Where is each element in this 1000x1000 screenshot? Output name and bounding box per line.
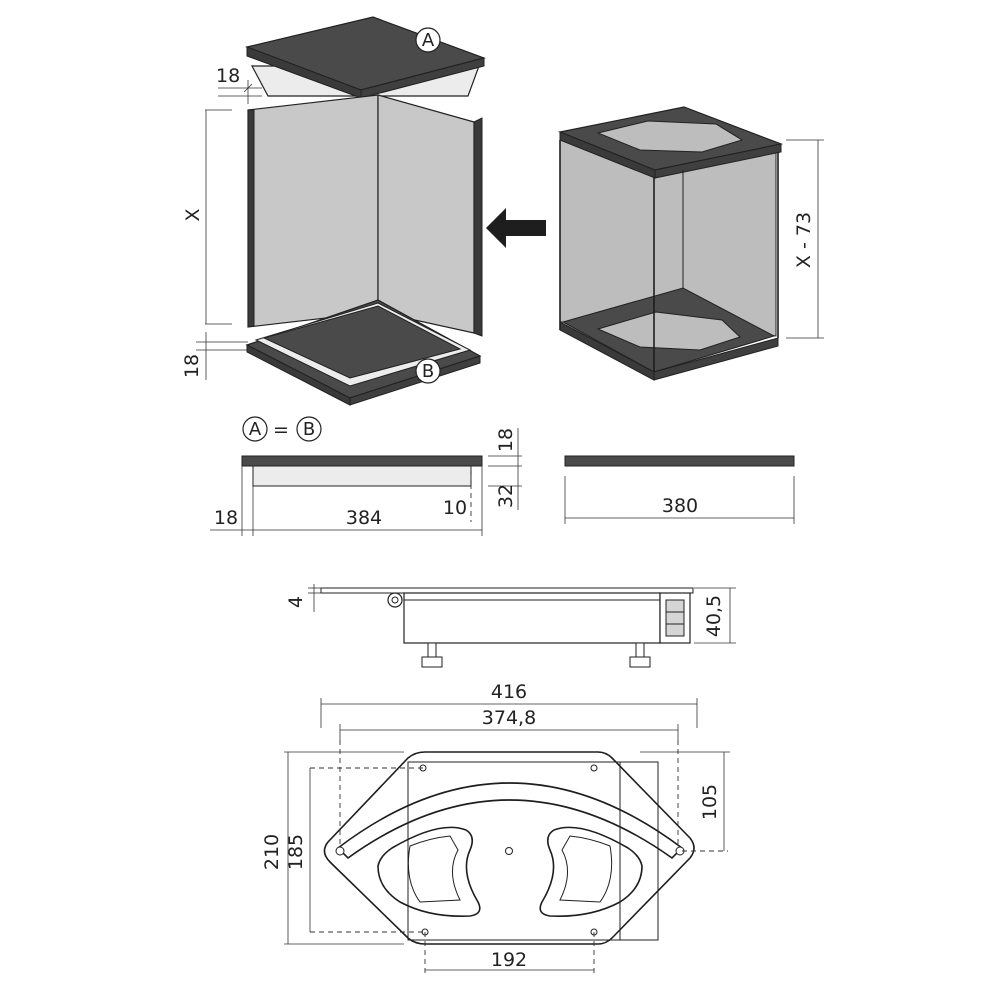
- panel-section-ab: A = B 18 32 18 384 10: [210, 416, 522, 536]
- side-walls: [247, 94, 483, 337]
- dim-bottom-thickness-label: 18: [181, 354, 203, 378]
- dim-top-thickness-label: 18: [216, 65, 240, 87]
- ab-circle-b-label: B: [303, 419, 315, 440]
- dim-tray-thickness-label: 4: [285, 596, 307, 608]
- dim-x: X: [182, 109, 232, 325]
- dim-overall-depth-label: 210: [261, 834, 283, 870]
- dim-inner-depth-label: 185: [285, 834, 307, 870]
- dim-tray-height-label: 40,5: [703, 595, 725, 637]
- circle-b-marker: [415, 358, 441, 384]
- dim-bottom-thickness: 18: [181, 332, 248, 380]
- dim-panel-380-label: 380: [662, 495, 698, 517]
- dim-right-depth-label: 105: [699, 784, 721, 820]
- circle-a-marker: [415, 27, 441, 53]
- dim-panel-width-label: 384: [346, 507, 382, 529]
- tray-side-view: 4 40,5: [285, 584, 736, 668]
- dim-panel-bottom-label: 32: [495, 484, 517, 508]
- circle-a-label: A: [422, 30, 435, 51]
- lid-a: A: [244, 16, 487, 99]
- ab-circle-a-label: A: [249, 419, 262, 440]
- dim-top-thickness: 18: [216, 65, 262, 104]
- dim-panel-left-label: 18: [214, 507, 238, 529]
- circle-b-label: B: [422, 361, 434, 382]
- tray-plan-view: 416 374,8: [261, 681, 730, 974]
- assembly-arrow-icon: [486, 208, 546, 248]
- dim-panel-top-label: 18: [495, 428, 517, 452]
- exploded-cabinet: A 18 X: [181, 16, 487, 406]
- dim-inner-width-label: 374,8: [482, 707, 536, 729]
- assembled-cabinet: X - 73: [557, 106, 824, 381]
- dim-bottom-width-label: 192: [491, 949, 527, 971]
- dim-x-minus-73-label: X - 73: [793, 212, 815, 268]
- dim-panel-offset-label: 10: [443, 497, 467, 519]
- dim-x-minus-73: X - 73: [786, 139, 824, 339]
- dim-x-label: X: [182, 208, 204, 221]
- ab-equals-label: =: [273, 419, 289, 441]
- dim-overall-width-label: 416: [491, 681, 527, 703]
- panel-section-380: 380: [564, 455, 795, 524]
- base-b: B: [245, 299, 482, 406]
